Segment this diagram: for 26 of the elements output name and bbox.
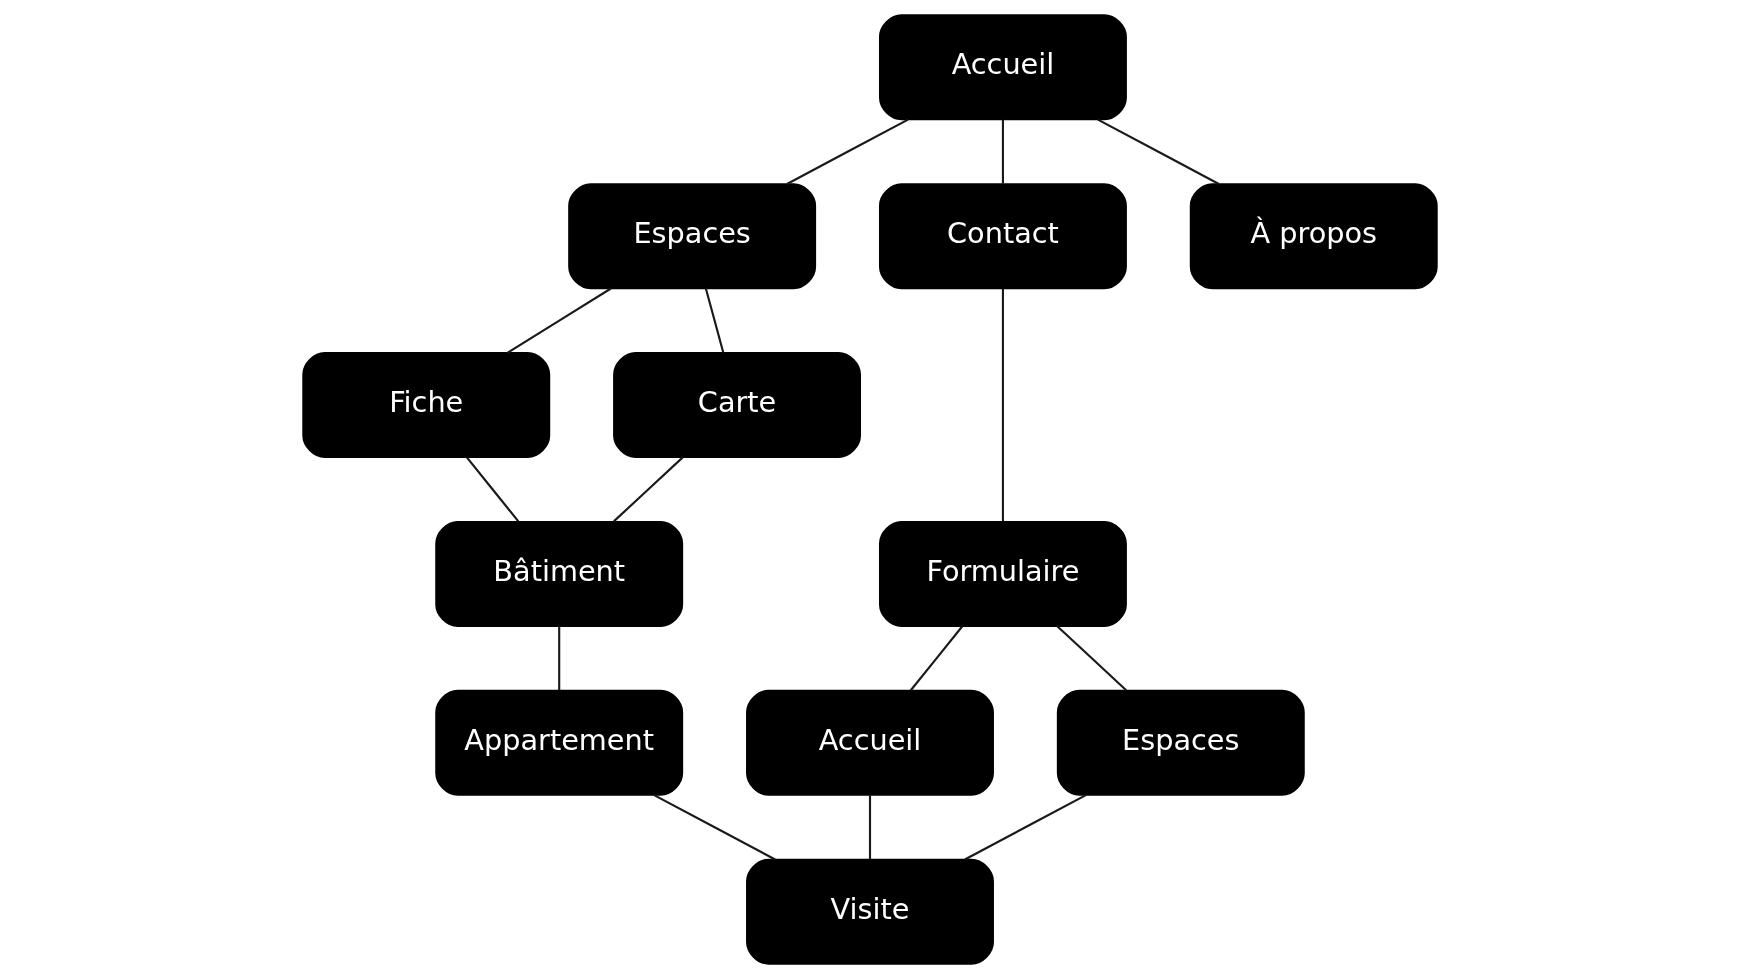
- node-box: Formulaire: [879, 520, 1127, 627]
- connector: [868, 795, 872, 860]
- node-box: Visite: [746, 858, 994, 965]
- node-box: Espaces: [568, 183, 817, 290]
- node-box: Contact: [879, 183, 1127, 290]
- node-box: Carte: [613, 352, 861, 459]
- connector: [558, 626, 561, 691]
- connector: [964, 794, 1087, 861]
- connector: [653, 794, 776, 861]
- node-box: Appartement: [435, 689, 684, 796]
- connector: [704, 288, 725, 353]
- connector: [1056, 625, 1127, 692]
- connector: [613, 456, 684, 523]
- connector: [466, 456, 520, 523]
- connector: [1001, 119, 1005, 184]
- node-box: Espaces: [1056, 689, 1305, 796]
- connector: [786, 118, 909, 185]
- connector: [506, 287, 612, 354]
- node-box: Fiche: [302, 352, 551, 459]
- node-box: Accueil: [879, 14, 1127, 121]
- connector: [1001, 288, 1005, 522]
- node-box: Bâtiment: [435, 520, 684, 627]
- connector: [1097, 118, 1220, 185]
- node-box: Accueil: [746, 689, 994, 796]
- node-box: À propos: [1189, 183, 1438, 290]
- connector: [909, 625, 964, 691]
